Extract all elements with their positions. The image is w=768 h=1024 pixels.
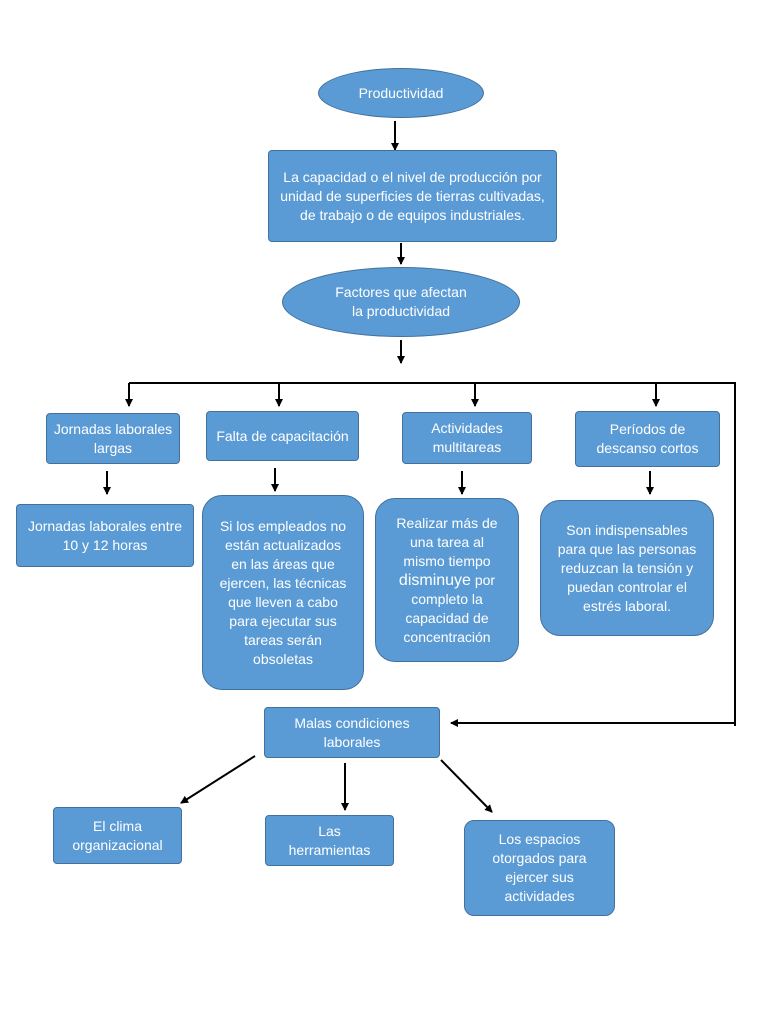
actividades-detalle-node: Realizar más de una tarea al mismo tiemp… (375, 498, 519, 662)
arrow-malas-clima (180, 755, 256, 804)
actividades-detalle-pre: Realizar más de una tarea al mismo tiemp… (396, 514, 498, 569)
actividades-detalle-emph: disminuye (398, 571, 471, 589)
productividad-node: Productividad (318, 68, 484, 118)
falta-detalle-label: Si los empleados no están actualizados e… (219, 517, 347, 667)
definicion-node: La capacidad o el nivel de producción po… (268, 150, 557, 242)
falta-detalle-node: Si los empleados no están actualizados e… (202, 495, 364, 690)
falta-label: Falta de capacitación (216, 427, 349, 444)
factores-label-line2: la productividad (351, 303, 451, 319)
jornadas-detalle-node: Jornadas laborales entre 10 y 12 horas (16, 504, 194, 567)
periodos-label: Períodos de descanso cortos (596, 421, 699, 456)
falta-node: Falta de capacitación (206, 411, 359, 461)
malas-node: Malas condiciones laborales (264, 707, 440, 758)
periodos-detalle-label: Son indispensables para que las personas… (557, 521, 697, 614)
branch-bus (129, 382, 736, 726)
espacios-label: Los espacios otorgados para ejercer sus … (492, 831, 587, 904)
malas-label: Malas condiciones laborales (294, 714, 410, 750)
herramientas-node: Las herramientas (265, 815, 394, 866)
actividades-detalle-post: por completo la capacidad de concentraci… (403, 571, 496, 645)
clima-node: El clima organizacional (53, 807, 182, 864)
clima-label: El clima organizacional (72, 817, 163, 853)
jornadas-detalle-label: Jornadas laborales entre 10 y 12 horas (27, 517, 183, 553)
periodos-detalle-node: Son indispensables para que las personas… (540, 500, 714, 636)
definicion-label: La capacidad o el nivel de producción po… (280, 168, 545, 223)
factores-node: Factores que afectan la productividad (282, 267, 520, 337)
jornadas-label: Jornadas laborales largas (53, 420, 173, 456)
actividades-node: Actividades multitareas (402, 412, 532, 464)
actividades-detalle-label: Realizar más de una tarea al mismo tiemp… (388, 514, 506, 647)
jornadas-node: Jornadas laborales largas (46, 413, 180, 464)
actividades-label: Actividades multitareas (431, 420, 503, 455)
factores-label-line1: Factores que afectan (335, 284, 467, 300)
espacios-node: Los espacios otorgados para ejercer sus … (464, 820, 615, 916)
arrow-malas-espacios (440, 759, 493, 813)
herramientas-label: Las herramientas (288, 822, 371, 858)
productividad-label: Productividad (358, 84, 444, 101)
periodos-node: Períodos de descanso cortos (575, 411, 720, 467)
